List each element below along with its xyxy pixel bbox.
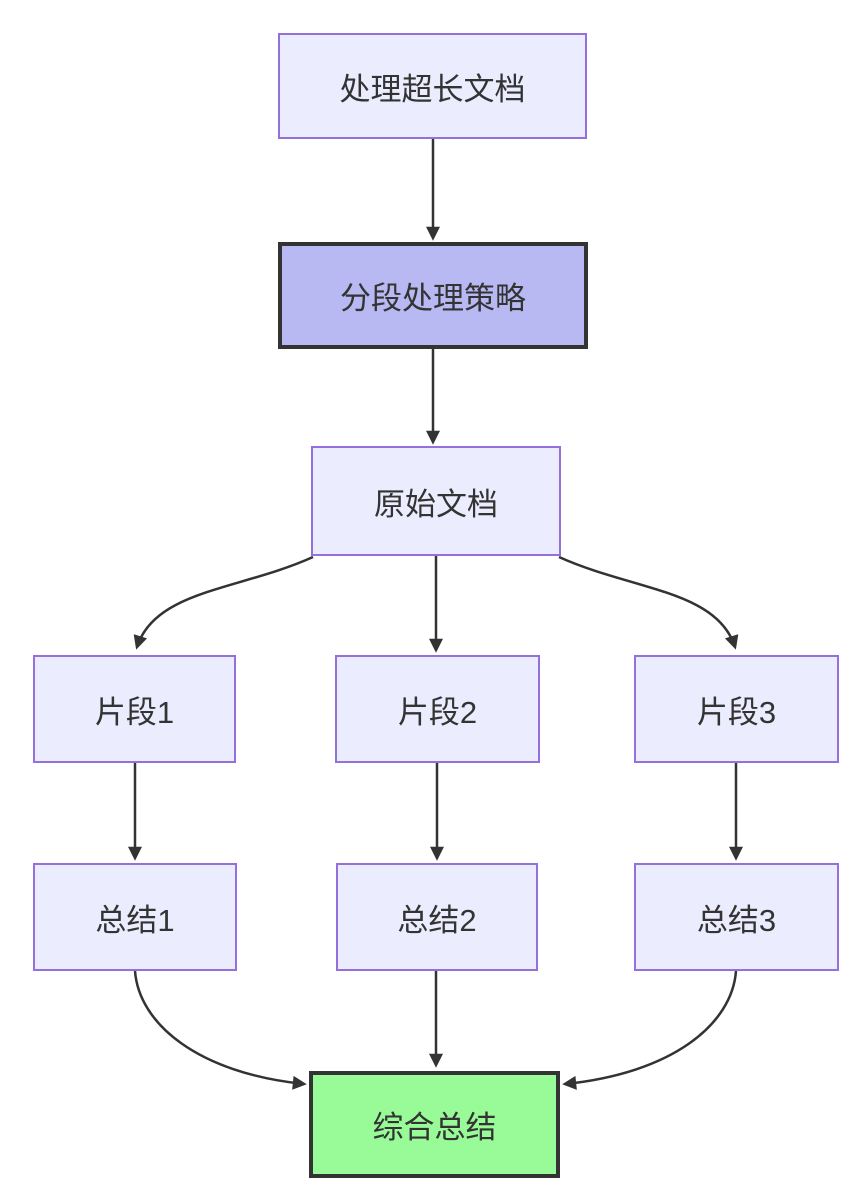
node-fragment-3: 片段3 [634, 655, 839, 763]
edge-sum3-to-final [562, 970, 738, 1090]
node-label: 处理超长文档 [339, 71, 526, 107]
edge-doc-to-frag3 [558, 555, 739, 650]
node-label: 片段2 [397, 694, 478, 730]
node-label: 总结1 [95, 902, 175, 938]
node-summary-3: 总结3 [634, 863, 839, 971]
node-final-summary: 综合总结 [309, 1071, 560, 1178]
node-process-long-doc: 处理超长文档 [278, 33, 587, 139]
node-original-document: 原始文档 [311, 446, 561, 556]
node-label: 总结2 [397, 902, 477, 938]
node-segmentation-strategy: 分段处理策略 [278, 242, 588, 349]
node-fragment-1: 片段1 [33, 655, 236, 763]
node-label: 片段3 [696, 694, 777, 730]
node-label: 总结3 [696, 902, 777, 938]
node-label: 片段1 [94, 694, 175, 730]
node-summary-1: 总结1 [33, 863, 237, 971]
node-label: 分段处理策略 [340, 281, 526, 316]
edge-sum1-to-final [133, 970, 307, 1090]
node-summary-2: 总结2 [336, 863, 538, 971]
node-label: 原始文档 [374, 486, 498, 522]
edge-doc-to-frag1 [133, 555, 314, 650]
node-label: 综合总结 [372, 1110, 497, 1145]
node-fragment-2: 片段2 [335, 655, 540, 763]
